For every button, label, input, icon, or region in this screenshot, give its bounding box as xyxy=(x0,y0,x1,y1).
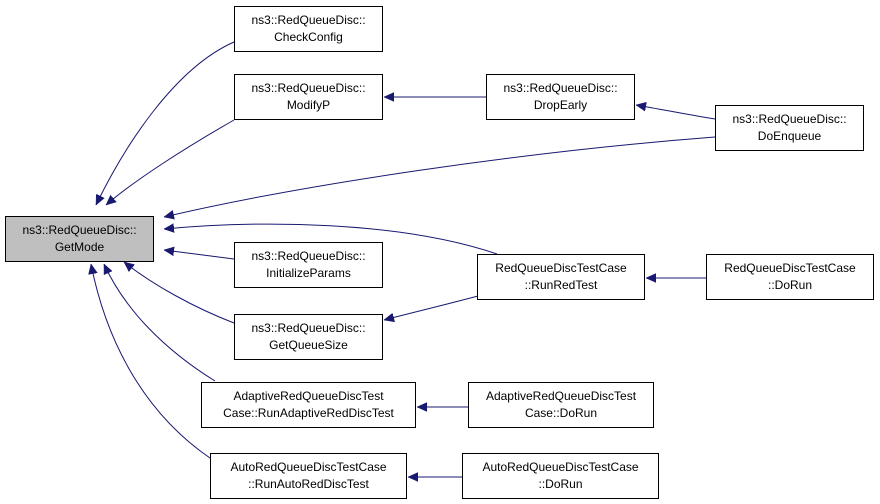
node-redtest-dorun-line1: RedQueueDiscTestCase xyxy=(724,261,856,275)
node-initializeparams-line2: InitializeParams xyxy=(266,266,351,280)
node-runauto-line2: ::RunAutoRedDiscTest xyxy=(248,477,369,491)
node-checkconfig[interactable]: ns3::RedQueueDisc:: CheckConfig xyxy=(234,6,383,52)
node-runredtest[interactable]: RedQueueDiscTestCase ::RunRedTest xyxy=(477,254,645,300)
node-adaptive-dorun-line2: Case::DoRun xyxy=(524,406,598,420)
node-auto-dorun-line1: AutoRedQueueDiscTestCase xyxy=(482,460,639,474)
node-modifyp-line2: ModifyP xyxy=(286,98,331,112)
node-runadaptive[interactable]: AdaptiveRedQueueDiscTest Case::RunAdapti… xyxy=(201,382,416,428)
edge-modifyp-to-getmode xyxy=(106,119,235,205)
node-checkconfig-line1: ns3::RedQueueDisc:: xyxy=(251,13,366,27)
node-runredtest-line2: ::RunRedTest xyxy=(524,278,598,292)
edge-getqueuesize-to-getmode xyxy=(124,261,235,324)
node-getqueuesize[interactable]: ns3::RedQueueDisc:: GetQueueSize xyxy=(234,314,383,360)
node-auto-dorun-line2: ::DoRun xyxy=(538,477,583,491)
node-getqueuesize-line2: GetQueueSize xyxy=(269,338,348,352)
edge-initializeparams-to-getmode xyxy=(164,250,235,260)
node-checkconfig-line2: CheckConfig xyxy=(274,30,343,44)
node-runauto-line1: AutoRedQueueDiscTestCase xyxy=(230,460,387,474)
node-dropearly[interactable]: ns3::RedQueueDisc:: DropEarly xyxy=(486,74,635,120)
node-modifyp-line1: ns3::RedQueueDisc:: xyxy=(251,81,366,95)
node-runadaptive-line1: AdaptiveRedQueueDiscTest xyxy=(233,389,384,403)
edge-doenqueue-to-dropearly xyxy=(636,105,716,120)
node-doenqueue[interactable]: ns3::RedQueueDisc:: DoEnqueue xyxy=(715,105,864,151)
node-redtest-dorun-line2: ::DoRun xyxy=(767,278,813,292)
node-initializeparams-line1: ns3::RedQueueDisc:: xyxy=(251,249,366,263)
node-modifyp[interactable]: ns3::RedQueueDisc:: ModifyP xyxy=(234,74,383,120)
node-doenqueue-line1: ns3::RedQueueDisc:: xyxy=(732,112,847,126)
edge-runredtest-to-getqueuesize xyxy=(384,295,479,320)
node-dropearly-line1: ns3::RedQueueDisc:: xyxy=(503,81,618,95)
node-auto-dorun[interactable]: AutoRedQueueDiscTestCase ::DoRun xyxy=(462,453,659,499)
node-runauto[interactable]: AutoRedQueueDiscTestCase ::RunAutoRedDis… xyxy=(210,453,407,499)
node-initializeparams[interactable]: ns3::RedQueueDisc:: InitializeParams xyxy=(234,242,383,288)
node-getqueuesize-line1: ns3::RedQueueDisc:: xyxy=(251,321,366,335)
node-dropearly-line2: DropEarly xyxy=(533,98,588,112)
edge-runauto-to-getmode xyxy=(91,264,211,459)
edge-checkconfig-to-getmode xyxy=(95,41,235,205)
edge-doenqueue-to-getmode xyxy=(164,136,716,217)
node-getmode-line1: ns3::RedQueueDisc:: xyxy=(22,223,137,237)
node-getmode: ns3::RedQueueDisc:: GetMode xyxy=(5,216,154,262)
edge-runadaptive-to-getmode xyxy=(103,264,216,382)
node-getmode-line2: GetMode xyxy=(54,240,105,254)
node-adaptive-dorun-line1: AdaptiveRedQueueDiscTest xyxy=(485,389,637,403)
node-adaptive-dorun[interactable]: AdaptiveRedQueueDiscTest Case::DoRun xyxy=(468,382,654,428)
node-redtest-dorun[interactable]: RedQueueDiscTestCase ::DoRun xyxy=(706,254,874,300)
node-runredtest-line1: RedQueueDiscTestCase xyxy=(495,261,627,275)
node-runadaptive-line2: Case::RunAdaptiveRedDiscTest xyxy=(223,406,394,420)
edge-runredtest-to-getmode xyxy=(164,224,498,255)
node-doenqueue-line2: DoEnqueue xyxy=(757,129,822,143)
